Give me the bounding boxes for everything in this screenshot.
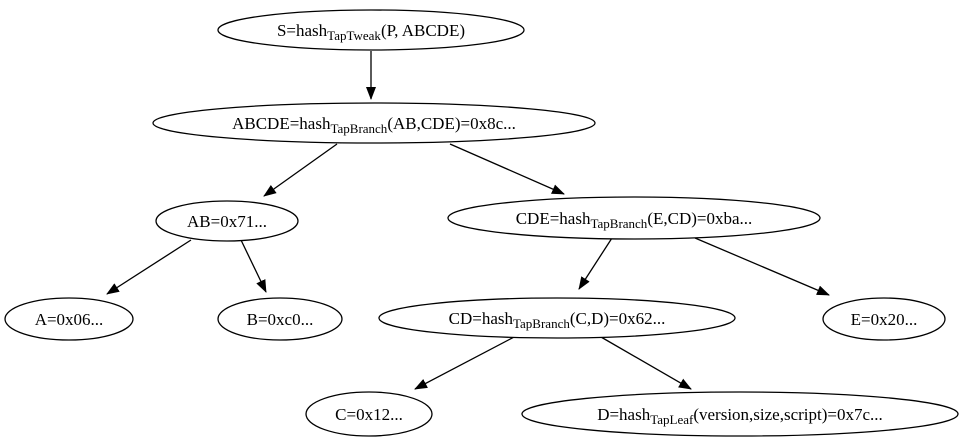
node-b: B=0xc0... (217, 297, 343, 341)
node-cde-label: CDE=hashTapBranch(E,CD)=0xba... (516, 209, 753, 231)
edge-cd-c (414, 335, 517, 390)
edge-cde-cd (578, 237, 613, 290)
node-cd-label: CD=hashTapBranch(C,D)=0x62... (449, 309, 666, 331)
node-e-ellipse (822, 297, 946, 341)
node-ab-ellipse (155, 200, 299, 242)
node-a-label: A=0x06... (35, 310, 104, 329)
node-a-ellipse (4, 297, 134, 341)
node-abcde: ABCDE=hashTapBranch(AB,CDE)=0x8c... (152, 102, 596, 144)
node-cde: CDE=hashTapBranch(E,CD)=0xba... (447, 196, 821, 240)
node-s-ellipse (217, 9, 525, 51)
node-ab: AB=0x71... (155, 200, 299, 242)
edge-cd-d (600, 336, 692, 390)
node-s-label: S=hashTapTweak(P, ABCDE) (277, 21, 465, 43)
node-b-label: B=0xc0... (247, 310, 314, 329)
edges (106, 51, 830, 390)
node-e: E=0x20... (822, 297, 946, 341)
node-c-ellipse (305, 391, 433, 437)
node-e-label: E=0x20... (851, 310, 918, 329)
node-d: D=hashTapLeaf(version,size,script)=0x7c.… (521, 391, 959, 437)
node-abcde-label: ABCDE=hashTapBranch(AB,CDE)=0x8c... (232, 114, 516, 136)
node-abcde-ellipse (152, 102, 596, 144)
node-cd-ellipse (378, 297, 736, 339)
node-a: A=0x06... (4, 297, 134, 341)
node-s: S=hashTapTweak(P, ABCDE) (217, 9, 525, 51)
node-b-ellipse (217, 297, 343, 341)
node-c: C=0x12... (305, 391, 433, 437)
node-ab-label: AB=0x71... (187, 212, 267, 231)
node-d-label: D=hashTapLeaf(version,size,script)=0x7c.… (597, 405, 883, 427)
edge-abcde-ab (263, 143, 338, 197)
node-d-ellipse (521, 391, 959, 437)
node-c-label: C=0x12... (335, 405, 403, 424)
edge-ab-b (240, 239, 267, 293)
edge-ab-a (106, 239, 192, 295)
edge-abcde-cde (449, 143, 565, 195)
node-cd: CD=hashTapBranch(C,D)=0x62... (378, 297, 736, 339)
node-cde-ellipse (447, 196, 821, 240)
edge-cde-e (694, 237, 830, 296)
